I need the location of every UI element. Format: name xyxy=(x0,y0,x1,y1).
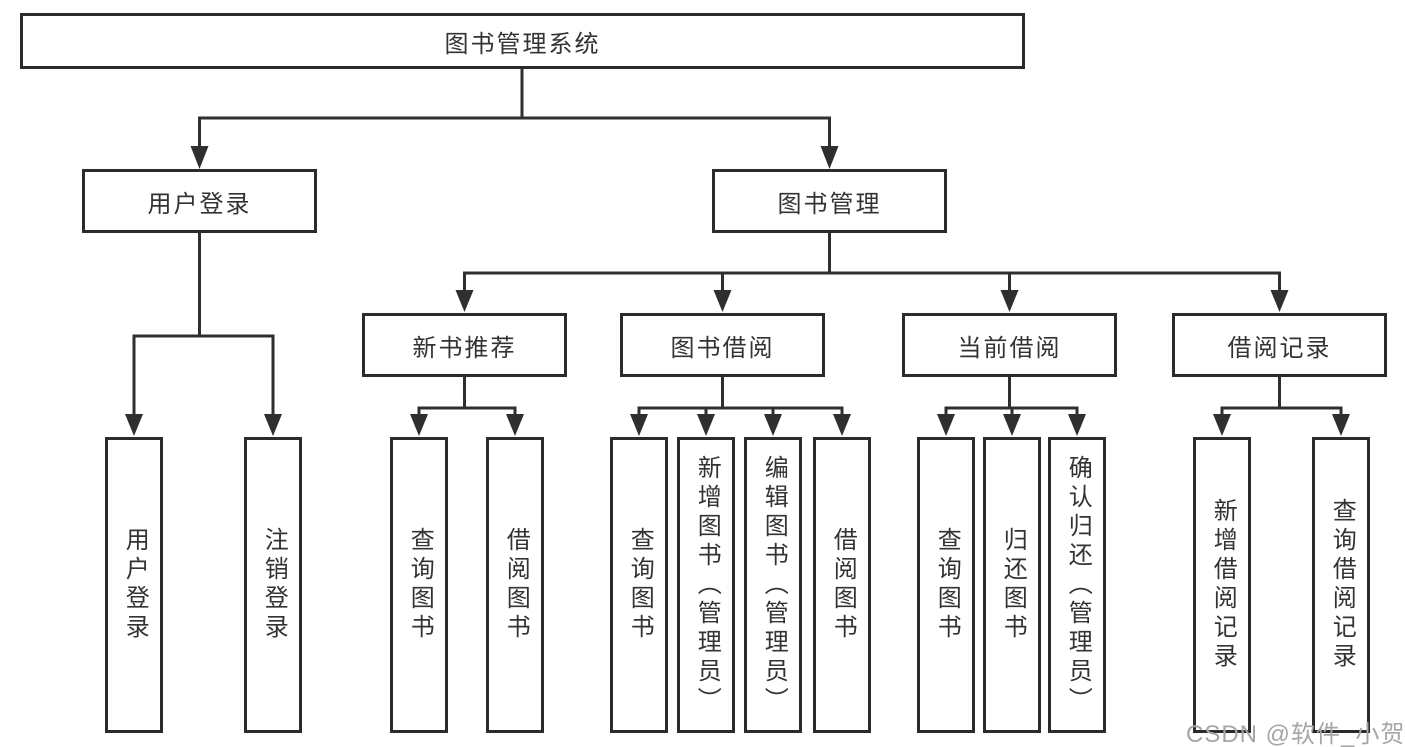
node-current-borrow-label: 当前借阅 xyxy=(957,334,1062,362)
leaf-recommend-query-book: 查询图书 xyxy=(390,437,448,733)
leaf-borrow-edit-book-admin: 编辑图书（管理员） xyxy=(744,437,802,733)
node-book-management: 图书管理 xyxy=(712,169,947,233)
arrowhead xyxy=(833,414,851,436)
arrowhead xyxy=(1003,414,1021,436)
leaf-recommend-query-book-label: 查询图书 xyxy=(406,527,434,643)
arrowhead xyxy=(1332,414,1350,436)
leaf-user-login: 用户登录 xyxy=(105,437,163,733)
node-current-borrow: 当前借阅 xyxy=(902,313,1117,377)
leaf-borrow-edit-book-admin-label: 编辑图书（管理员） xyxy=(760,454,788,716)
arrowhead xyxy=(764,414,782,436)
leaf-user-login-label: 用户登录 xyxy=(121,527,149,643)
leaf-records-query-record: 查询借阅记录 xyxy=(1312,437,1370,733)
leaf-records-add-record: 新增借阅记录 xyxy=(1193,437,1251,733)
leaf-recommend-borrow-book-label: 借阅图书 xyxy=(502,527,530,643)
arrowhead xyxy=(264,414,282,436)
node-new-book-recommend: 新书推荐 xyxy=(362,313,567,377)
arrowhead xyxy=(190,146,209,169)
arrowheads xyxy=(125,146,1350,436)
node-new-book-recommend-label: 新书推荐 xyxy=(412,334,517,362)
leaf-borrow-add-book-admin: 新增图书（管理员） xyxy=(677,437,735,733)
leaf-current-return-book-label: 归还图书 xyxy=(999,527,1027,643)
leaf-current-confirm-return-admin-label: 确认归还（管理员） xyxy=(1064,454,1092,716)
leaf-current-query-book-label: 查询图书 xyxy=(933,527,961,643)
node-root-label: 图书管理系统 xyxy=(444,30,601,58)
leaf-recommend-borrow-book: 借阅图书 xyxy=(486,437,544,733)
arrowhead xyxy=(713,290,732,312)
node-borrow-records-label: 借阅记录 xyxy=(1227,334,1332,362)
leaf-current-query-book: 查询图书 xyxy=(917,437,975,733)
node-book-borrow: 图书借阅 xyxy=(620,313,825,377)
csdn-watermark: CSDN @软件_小贺同学 xyxy=(1186,721,1405,747)
arrowhead xyxy=(820,146,839,169)
arrowhead xyxy=(1213,414,1231,436)
leaf-borrow-query-book: 查询图书 xyxy=(610,437,668,733)
node-user-login: 用户登录 xyxy=(82,169,317,233)
leaf-current-return-book: 归还图书 xyxy=(983,437,1041,733)
arrowhead xyxy=(125,414,143,436)
node-root: 图书管理系统 xyxy=(20,13,1025,69)
arrowhead xyxy=(1000,290,1019,312)
arrowhead xyxy=(630,414,648,436)
leaf-records-query-record-label: 查询借阅记录 xyxy=(1328,498,1356,672)
leaf-current-confirm-return-admin: 确认归还（管理员） xyxy=(1048,437,1106,733)
arrowhead xyxy=(937,414,955,436)
node-user-login-label: 用户登录 xyxy=(147,190,252,218)
arrowhead xyxy=(455,290,474,312)
arrowhead xyxy=(1270,290,1289,312)
leaf-borrow-borrow-book-label: 借阅图书 xyxy=(829,527,857,643)
leaf-logout-login: 注销登录 xyxy=(244,437,302,733)
node-book-borrow-label: 图书借阅 xyxy=(670,334,775,362)
arrowhead xyxy=(1068,414,1086,436)
node-book-management-label: 图书管理 xyxy=(777,190,882,218)
arrowhead xyxy=(697,414,715,436)
leaf-records-add-record-label: 新增借阅记录 xyxy=(1209,498,1237,672)
arrowhead xyxy=(506,414,524,436)
node-borrow-records: 借阅记录 xyxy=(1172,313,1387,377)
connector-lines xyxy=(132,69,1343,418)
leaf-logout-login-label: 注销登录 xyxy=(260,527,288,643)
leaf-borrow-query-book-label: 查询图书 xyxy=(626,527,654,643)
arrowhead xyxy=(410,414,428,436)
leaf-borrow-add-book-admin-label: 新增图书（管理员） xyxy=(693,454,721,716)
leaf-borrow-borrow-book: 借阅图书 xyxy=(813,437,871,733)
